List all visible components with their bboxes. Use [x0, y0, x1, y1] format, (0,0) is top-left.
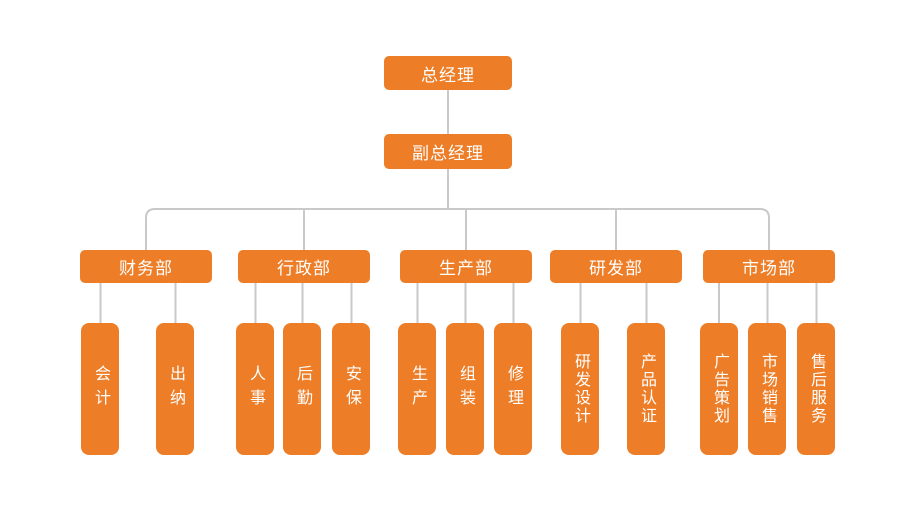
node-label: 组装 — [457, 365, 474, 413]
node-security: 安保 — [332, 323, 370, 455]
node-label: 副总经理 — [412, 144, 484, 163]
node-dept-production: 生产部 — [400, 250, 532, 283]
node-label: 总经理 — [421, 65, 475, 85]
node-label: 研发部 — [589, 259, 643, 278]
node-accounting: 会计 — [81, 323, 119, 455]
node-cashier: 出纳 — [156, 323, 194, 455]
node-logistics: 后勤 — [283, 323, 321, 455]
node-label: 市场销售 — [759, 353, 776, 425]
node-label: 修理 — [505, 365, 522, 413]
node-dept-marketing: 市场部 — [703, 250, 835, 283]
node-label: 售后服务 — [808, 353, 825, 425]
node-label: 行政部 — [277, 259, 331, 278]
node-label: 财务部 — [119, 259, 173, 278]
node-label: 会计 — [92, 365, 109, 413]
node-label: 产品认证 — [638, 353, 655, 425]
node-label: 市场部 — [742, 259, 796, 278]
node-label: 生产 — [409, 365, 426, 413]
node-general-manager: 总经理 — [384, 56, 512, 90]
node-label: 安保 — [343, 365, 360, 413]
node-rnd-design: 研发设计 — [561, 323, 599, 455]
node-deputy-general-manager: 副总经理 — [384, 134, 512, 169]
node-label: 广告策划 — [711, 353, 728, 425]
node-dept-finance: 财务部 — [80, 250, 212, 283]
node-product-certification: 产品认证 — [627, 323, 665, 455]
node-after-sales-service: 售后服务 — [797, 323, 835, 455]
node-dept-administration: 行政部 — [238, 250, 370, 283]
node-repair: 修理 — [494, 323, 532, 455]
node-production: 生产 — [398, 323, 436, 455]
node-label: 生产部 — [439, 259, 493, 278]
node-label: 出纳 — [167, 365, 184, 413]
node-ad-planning: 广告策划 — [700, 323, 738, 455]
node-label: 研发设计 — [572, 353, 589, 425]
node-market-sales: 市场销售 — [748, 323, 786, 455]
node-dept-rnd: 研发部 — [550, 250, 682, 283]
node-hr: 人事 — [236, 323, 274, 455]
node-label: 后勤 — [294, 365, 311, 413]
node-label: 人事 — [247, 365, 264, 413]
node-assembly: 组装 — [446, 323, 484, 455]
